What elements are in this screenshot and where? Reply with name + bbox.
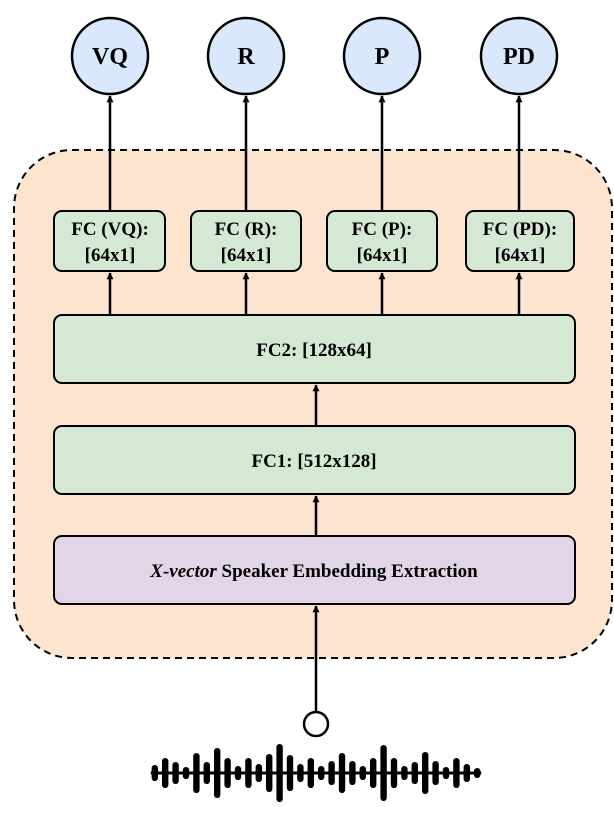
input-node: [302, 710, 330, 738]
waveform-bar: [255, 764, 262, 782]
waveform-bar: [442, 767, 450, 779]
waveform-bar: [390, 758, 398, 788]
fc1-block: FC1: [512x128]: [53, 425, 576, 495]
waveform-bar: [234, 766, 242, 780]
output-node-vq: VQ: [70, 16, 150, 96]
output-node-r: R: [206, 16, 286, 96]
xvector-label: X-vector Speaker Embedding Extraction: [149, 561, 478, 582]
fc2-label: FC2: [128x64]: [256, 340, 372, 361]
waveform-bar: [328, 761, 335, 785]
xvector-block: X-vector Speaker Embedding Extraction: [53, 535, 576, 605]
waveform-bar: [338, 753, 346, 793]
fc-head-vq-line1: FC (VQ):: [71, 219, 149, 240]
waveform-bar: [453, 758, 460, 788]
fc-head-r: FC (R): [64x1]: [190, 210, 302, 272]
waveform-bar: [422, 752, 429, 794]
xvector-label-rest: Speaker Embedding Extraction: [217, 561, 478, 582]
waveform-bar: [463, 764, 470, 782]
waveform-bar: [411, 762, 418, 784]
fc-head-vq-line2: [64x1]: [85, 245, 136, 266]
waveform-bar: [359, 766, 366, 780]
output-label-vq: VQ: [92, 44, 128, 70]
model-container: [13, 149, 613, 659]
fc-head-pd-line1: FC (PD):: [483, 219, 557, 240]
waveform-bar: [266, 754, 273, 792]
waveform-bar: [432, 761, 439, 785]
waveform-bar: [307, 758, 314, 788]
fc-head-vq: FC (VQ): [64x1]: [53, 210, 166, 272]
fc-head-r-line2: [64x1]: [221, 245, 272, 266]
fc-head-pd-line2: [64x1]: [495, 245, 546, 266]
waveform-bar: [193, 753, 200, 793]
fc-head-r-line1: FC (R):: [215, 219, 278, 240]
waveform-bar: [162, 758, 169, 788]
waveform-bar: [245, 758, 252, 788]
fc-head-p: FC (P): [64x1]: [326, 210, 438, 272]
fc-head-pd: FC (PD): [64x1]: [465, 210, 575, 272]
output-node-p: P: [342, 16, 422, 96]
output-label-pd: PD: [503, 44, 535, 70]
waveform-bar: [370, 758, 377, 788]
audio-waveform-icon: [150, 744, 482, 802]
waveform-bar: [349, 761, 356, 785]
waveform-bar: [474, 768, 481, 778]
fc-head-p-line1: FC (P):: [352, 219, 413, 240]
waveform-bar: [318, 766, 325, 780]
fc1-label: FC1: [512x128]: [251, 451, 376, 472]
fc-head-p-line2: [64x1]: [357, 245, 408, 266]
waveform-bar: [380, 745, 387, 801]
output-label-r: R: [237, 44, 255, 70]
waveform-bar: [203, 762, 210, 784]
waveform-bar: [151, 765, 158, 781]
waveform-bar: [286, 755, 294, 791]
waveform-bar: [297, 764, 304, 782]
output-node-pd: PD: [479, 16, 559, 96]
waveform-bar: [182, 767, 190, 779]
waveform-bar: [401, 766, 408, 780]
xvector-label-italic: X-vector: [149, 561, 217, 582]
output-label-p: P: [375, 44, 390, 70]
waveform-bar: [172, 762, 179, 784]
waveform-bar: [214, 748, 221, 798]
waveform-bar: [224, 758, 231, 788]
waveform-bar: [276, 744, 283, 802]
fc2-block: FC2: [128x64]: [53, 314, 576, 384]
